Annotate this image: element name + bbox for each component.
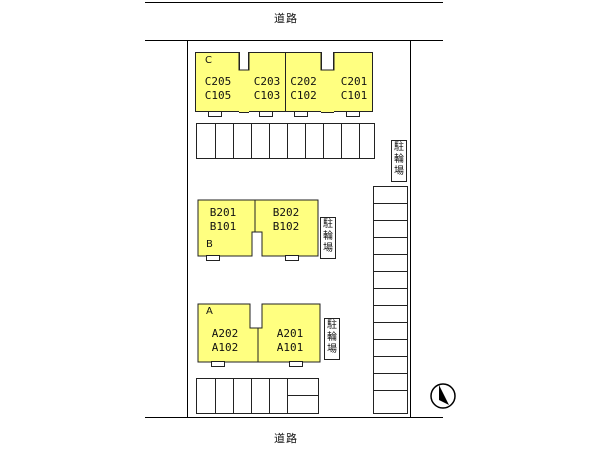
north-arrow-icon — [430, 383, 456, 409]
building-b-entrance-step — [206, 255, 220, 261]
bottom-road-edge — [145, 417, 443, 418]
top-road-edge — [145, 40, 443, 41]
parking-stall — [196, 378, 216, 414]
building-c-entrance-step — [259, 111, 273, 117]
building-a-entrance-step — [289, 361, 303, 367]
parking-stall — [233, 378, 252, 414]
top-road-line — [145, 2, 443, 3]
bicycle-parking-right: 駐 輪 場 — [391, 140, 407, 182]
bottom-road-label: 道路 — [274, 432, 298, 445]
building-c-entrance-step — [294, 111, 308, 117]
building-a-tag: A — [206, 306, 213, 317]
parking-stall — [373, 390, 408, 414]
building-a-entrance-step — [211, 361, 225, 367]
parking-stall — [215, 378, 234, 414]
top-road-label: 道路 — [274, 12, 298, 25]
building-b-tag: B — [206, 239, 213, 250]
building-c-entrance-step — [208, 111, 222, 117]
building-c-entrance-step — [346, 111, 360, 117]
parking-stall — [287, 378, 319, 396]
parking-stall — [359, 123, 375, 159]
parking-stall — [269, 378, 288, 414]
site-boundary-right — [410, 40, 411, 417]
site-boundary-left — [187, 40, 188, 417]
bicycle-parking-middle: 駐 輪 場 — [320, 217, 336, 259]
building-c-tag: C — [205, 55, 212, 66]
parking-stall — [251, 378, 270, 414]
bicycle-parking-lower: 駐 輪 場 — [324, 318, 340, 360]
building-b-entrance-step — [285, 255, 299, 261]
parking-stall — [287, 395, 319, 414]
